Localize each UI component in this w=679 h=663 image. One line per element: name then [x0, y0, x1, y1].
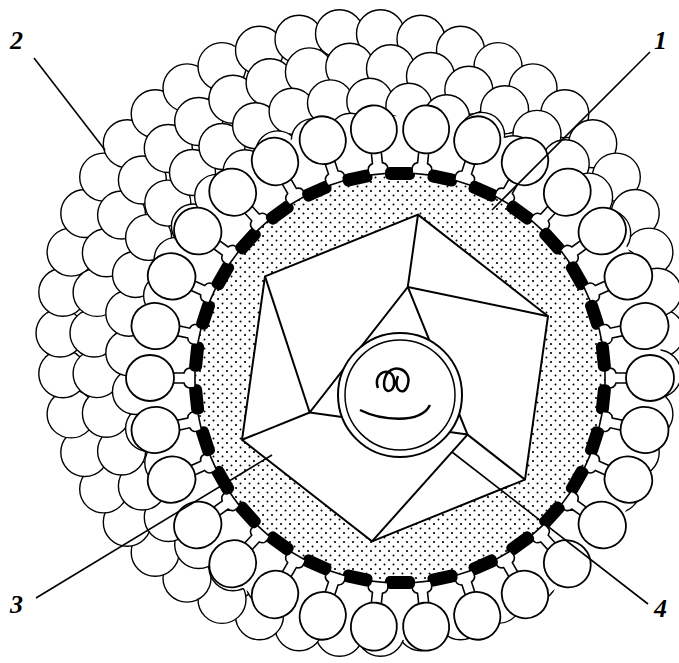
- cutaway-area: [138, 116, 662, 640]
- spike-head: [243, 129, 307, 194]
- matrix-protein: [385, 167, 415, 180]
- callout-number: 3: [8, 592, 25, 618]
- spike: [605, 355, 674, 401]
- spike-head: [401, 103, 452, 156]
- envelope-surface: [36, 10, 679, 657]
- genome: [338, 333, 462, 457]
- matrix-block: [264, 529, 296, 557]
- spike-head: [448, 110, 507, 170]
- spike-head: [348, 600, 399, 653]
- spike: [399, 103, 452, 176]
- matrix-block: [210, 260, 236, 292]
- matrix-protein: [210, 260, 236, 292]
- callout-number: 1: [652, 28, 669, 54]
- spike: [578, 440, 660, 510]
- matrix-block: [426, 168, 458, 187]
- matrix-protein: [426, 168, 458, 187]
- capsid-edge: [408, 287, 548, 316]
- matrix-protein: [264, 529, 296, 557]
- matrix-protein: [195, 299, 217, 332]
- matrix-protein: [504, 198, 536, 226]
- spike-head: [401, 600, 452, 653]
- spike: [441, 110, 506, 190]
- spike: [127, 299, 204, 358]
- callout-number: 2: [8, 28, 25, 54]
- spike-head: [348, 103, 399, 156]
- matrix-block: [595, 341, 611, 372]
- icosahedral-capsid: [242, 215, 548, 542]
- matrix-block: [385, 576, 415, 589]
- matrix-stipple: [195, 173, 605, 583]
- spike: [348, 579, 401, 652]
- spike-head: [616, 299, 673, 354]
- matrix-block: [300, 553, 333, 577]
- matrix-block: [595, 384, 611, 415]
- matrix-block: [341, 569, 373, 588]
- capsid-edge: [468, 435, 526, 480]
- matrix-block: [189, 341, 205, 372]
- spike-head: [127, 402, 184, 457]
- spike-head: [493, 562, 557, 627]
- spike-ring: [126, 103, 674, 653]
- spike-head: [293, 586, 352, 646]
- matrix-protein: [189, 341, 205, 372]
- spike-head: [448, 586, 507, 646]
- spike: [293, 566, 358, 646]
- matrix-protein: [467, 179, 500, 203]
- capsid-edge: [242, 413, 310, 440]
- matrix-protein: [564, 464, 590, 496]
- matrix-block: [564, 464, 590, 496]
- matrix-protein: [584, 425, 606, 458]
- capsid-outline: [242, 215, 548, 542]
- matrix-block: [385, 167, 415, 180]
- matrix-block: [504, 198, 536, 226]
- callout-number: 4: [652, 596, 669, 622]
- spike-head: [597, 246, 660, 308]
- matrix-protein: [300, 553, 333, 577]
- matrix-block: [584, 425, 606, 458]
- leader-lines: [34, 52, 650, 604]
- matrix-protein: [385, 576, 415, 589]
- matrix-block: [467, 179, 500, 203]
- spike-head: [126, 355, 174, 401]
- spike: [399, 579, 452, 652]
- matrix-protein: [595, 341, 611, 372]
- matrix-protein: [341, 569, 373, 588]
- matrix-protein: [595, 384, 611, 415]
- spike: [596, 398, 673, 457]
- spike: [126, 355, 195, 401]
- spike-head: [140, 449, 203, 511]
- capsid-edge: [408, 215, 418, 287]
- spike-head: [293, 110, 352, 170]
- spike-head: [127, 299, 184, 354]
- spike: [140, 246, 222, 316]
- spike-head: [616, 402, 673, 457]
- spike-head: [626, 355, 674, 401]
- spike: [348, 103, 401, 176]
- capsid-edge: [265, 276, 310, 412]
- matrix-block: [195, 299, 217, 332]
